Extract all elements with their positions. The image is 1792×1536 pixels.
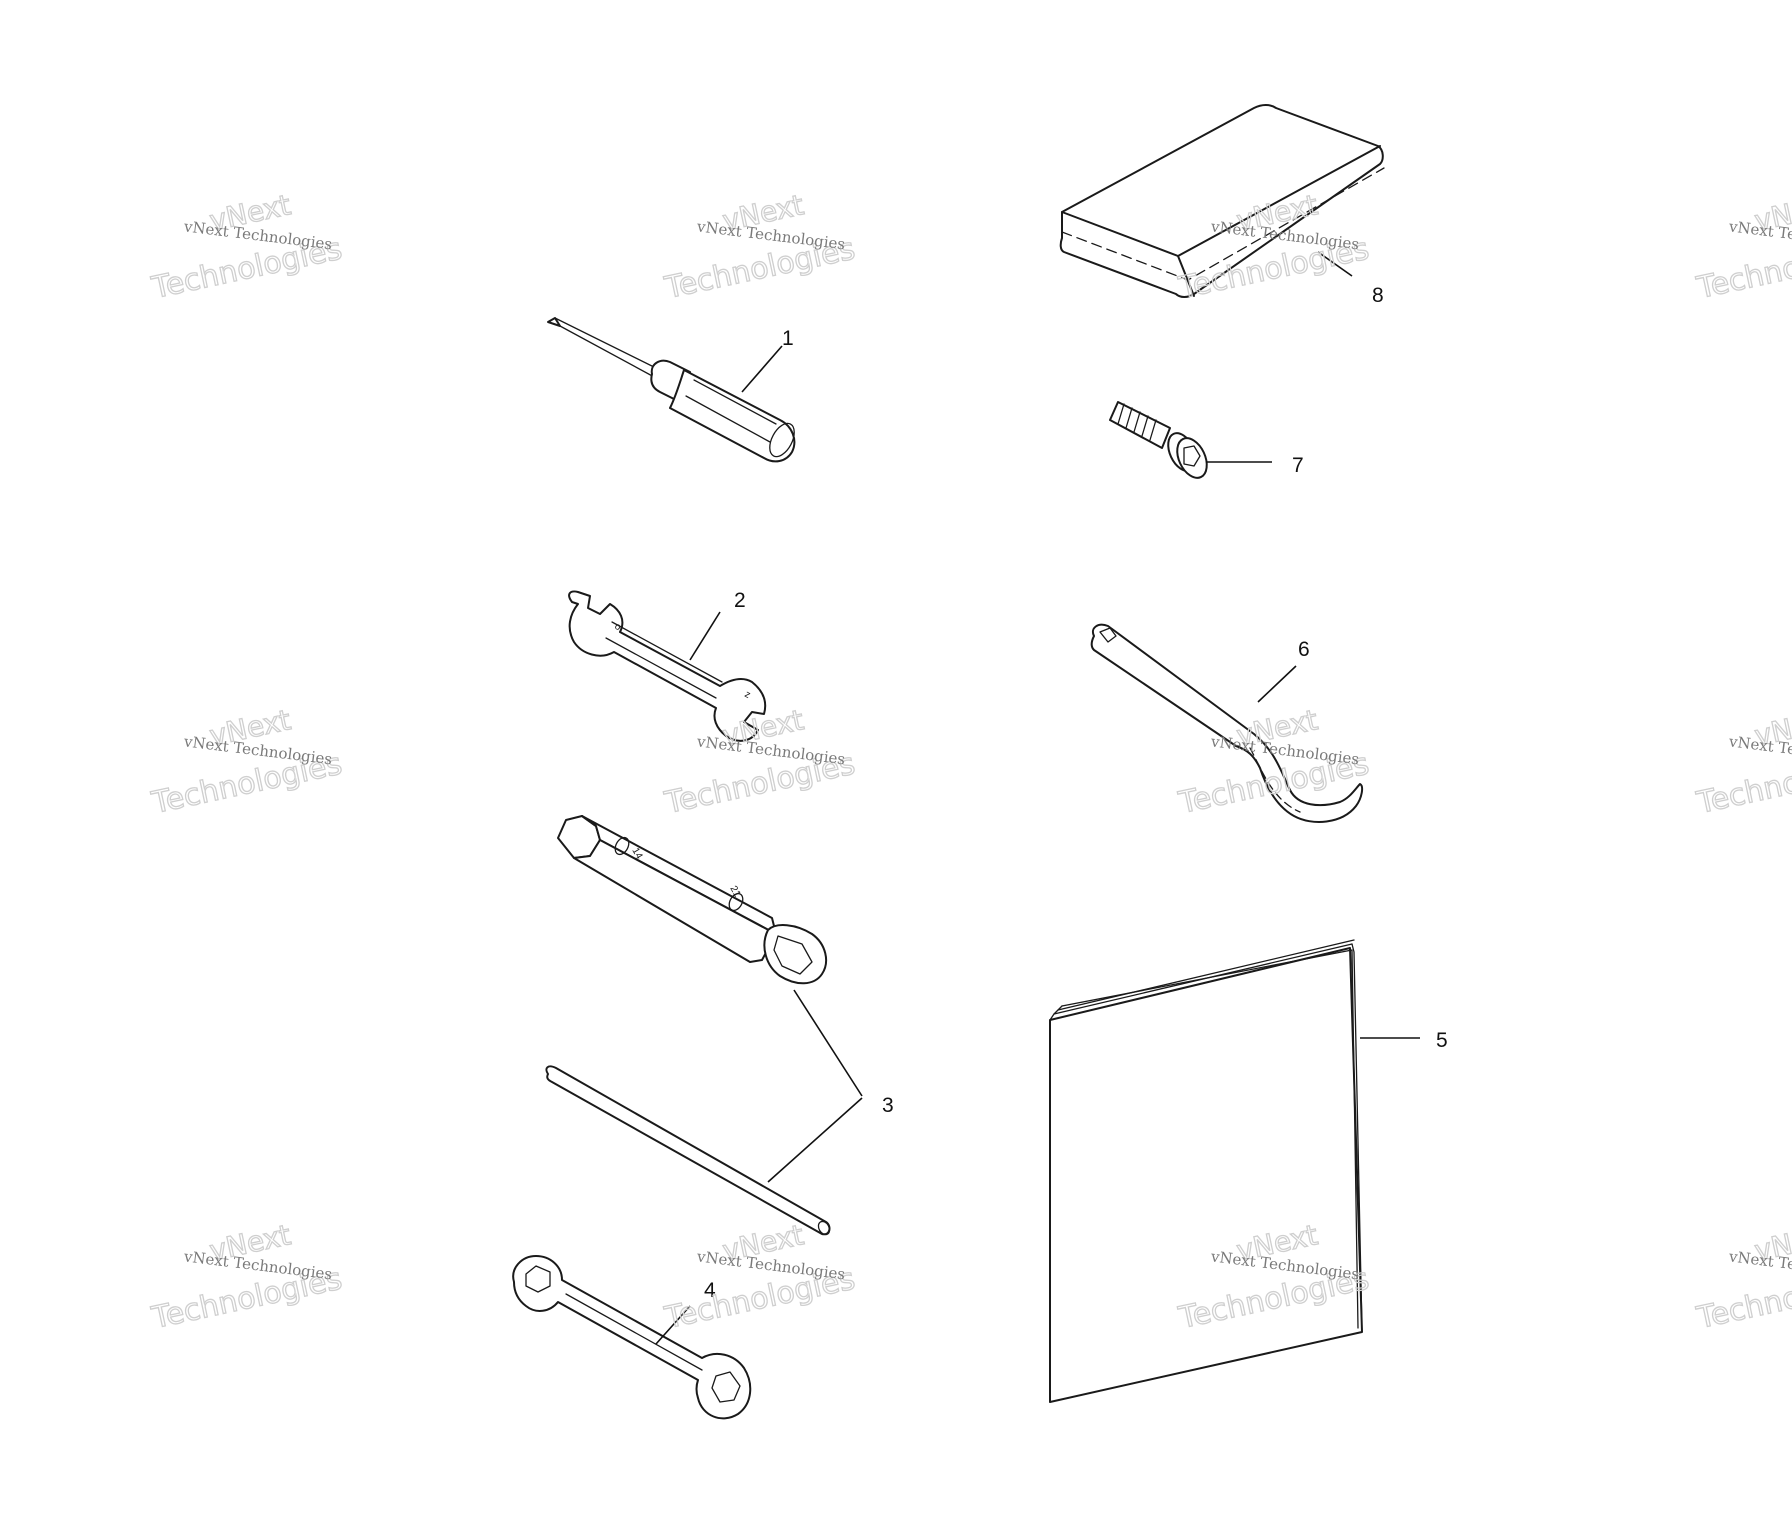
part-5-manual xyxy=(1049,939,1420,1403)
callout-4: 4 xyxy=(704,1279,716,1302)
watermark-layer: vNext Technologies vNext Technologies vN… xyxy=(148,188,1792,1337)
svg-text:21: 21 xyxy=(727,884,742,900)
part-1-screwdriver xyxy=(547,317,796,463)
part-3-box-wrench: 14 21 xyxy=(545,815,863,1236)
callout-2: 2 xyxy=(734,589,746,612)
callout-3: 3 xyxy=(882,1094,894,1117)
part-6-spanner xyxy=(1090,623,1364,823)
watermark: vNext Technologies vNext Technologies xyxy=(661,188,859,307)
svg-text:o: o xyxy=(613,621,623,634)
watermark-big-bottom: Technologies xyxy=(1693,1262,1792,1337)
watermark-big-bottom: Technologies xyxy=(1693,747,1792,822)
watermark: vNext Technologies vNext Technologies xyxy=(148,1218,346,1337)
callout-5: 5 xyxy=(1436,1029,1448,1052)
part-2-wrench: o z xyxy=(568,590,767,742)
svg-text:z: z xyxy=(743,689,753,701)
watermark: vNext Technologies vNext Technologies xyxy=(661,1218,859,1337)
svg-text:14: 14 xyxy=(629,846,644,862)
watermark: vNext Technologies vNext Technologies xyxy=(148,703,346,822)
watermark-big-bottom: Technologies xyxy=(1693,232,1792,307)
callout-8: 8 xyxy=(1372,284,1384,307)
callout-labels: 1 2 3 4 5 6 7 8 xyxy=(704,284,1448,1302)
part-8-tool-case xyxy=(1059,104,1385,298)
watermark: vNext Technologies vNext Technologies xyxy=(1693,1218,1792,1337)
watermark: vNext Technologies vNext Technologies xyxy=(148,188,346,307)
part-7-bolt xyxy=(1109,401,1272,479)
callout-6: 6 xyxy=(1298,638,1310,661)
callout-1: 1 xyxy=(782,327,794,350)
watermark: vNext Technologies vNext Technologies xyxy=(661,703,859,822)
watermark: vNext Technologies vNext Technologies xyxy=(1693,703,1792,822)
part-4-ring-spanner xyxy=(512,1255,752,1420)
watermark: vNext Technologies vNext Technologies xyxy=(1693,188,1792,307)
callout-7: 7 xyxy=(1292,454,1304,477)
